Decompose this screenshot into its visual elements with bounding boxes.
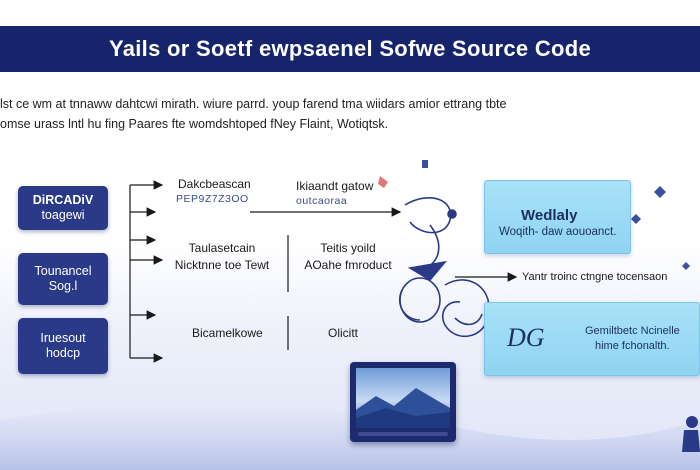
left-box-2-subtitle: Sog.l — [48, 279, 78, 293]
left-box-3: Iruesout hodcp — [18, 318, 108, 374]
row3-left-label: Bicamelkowe — [192, 326, 263, 340]
left-box-1: DiRCADiV toagewi — [18, 186, 108, 230]
tablet-illustration-icon — [350, 362, 456, 442]
row2-right-line-2: AOahe fmroduct — [304, 258, 392, 272]
left-box-1-subtitle: toagewi — [41, 208, 85, 222]
intro-line-2: omse urass lntl hu fing Paares fte womds… — [0, 117, 389, 131]
row2-left-label: Taulasetcain Nicktnne toe Tewt — [168, 240, 276, 274]
sparkle-icons — [378, 160, 690, 270]
row2-left-line-2: Nicktnne toe Tewt — [174, 258, 270, 272]
row3-right-label: Olicitt — [328, 326, 358, 340]
left-box-3-subtitle: hodcp — [45, 346, 81, 360]
right-card-bottom: DG Gemiltbetc Ncinelle hime fchonalth. — [484, 302, 700, 376]
right-card-bottom-line-1: Gemiltbetc Ncinelle — [585, 325, 680, 337]
row1-left-subtitle: PEP9Z7Z3OO — [176, 193, 249, 205]
right-card-bottom-logo: DG — [507, 323, 545, 352]
tablet-progress-bar — [358, 432, 448, 436]
left-box-1-title: DiRCADiV — [32, 193, 94, 207]
row2-left-line-1: Taulasetcain — [188, 241, 256, 255]
page-title-banner: Yails or Soetf ewpsaenel Sofwe Source Co… — [0, 26, 700, 72]
intro-line-1: lst ce wm at tnnaww dahtcwi mirath. wiur… — [0, 97, 507, 111]
row2-right-line-1: Teitis yoild — [320, 241, 376, 255]
row1-right-subtitle: outcaoraa — [296, 195, 348, 207]
right-card-bottom-line-2: hime fchonalth. — [595, 340, 670, 352]
left-box-2-title: Tounancel — [34, 264, 92, 278]
tablet-screen — [356, 368, 450, 428]
left-box-2: Tounancel Sog.l — [18, 253, 108, 305]
right-card-top-subtitle: Woqith- daw aouoanct. — [499, 226, 617, 238]
row2-right-label: Teitis yoild AOahe fmroduct — [298, 240, 398, 274]
left-box-3-title: Iruesout — [40, 331, 86, 345]
figure-icon — [682, 416, 700, 452]
bird-illustration-icon — [398, 196, 490, 338]
intro-text: lst ce wm at tnnaww dahtcwi mirath. wiur… — [0, 94, 700, 134]
right-card-top-title: Wedlaly — [521, 207, 578, 224]
row1-right-title: Ikiaandt gatow — [296, 179, 374, 193]
row1-left-title: Dakcbeascan — [178, 177, 251, 191]
mountain-image-icon — [356, 388, 450, 428]
page-title: Yails or Soetf ewpsaenel Sofwe Source Co… — [108, 36, 592, 61]
middle-right-label: Yantr troinc ctngne tocensaon — [522, 271, 668, 283]
right-card-top: Wedlaly Woqith- daw aouoanct. — [484, 180, 631, 254]
